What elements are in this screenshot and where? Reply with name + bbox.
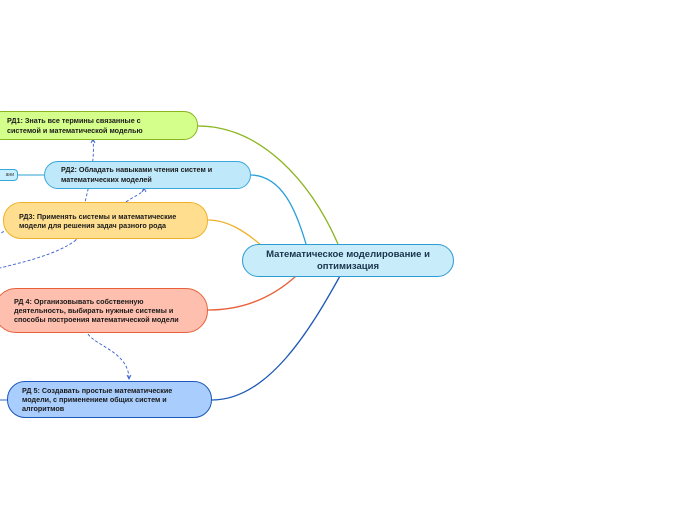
relationship-rd3-left [0,239,77,269]
branch-rd3 [207,219,263,247]
relationship-rd3-rd2 [125,188,145,203]
central-topic-label: Математическое моделирование и оптимизац… [266,248,430,272]
topic-rd2-label: РД2: Обладать навыками чтения систем и м… [61,165,213,184]
topic-rd1-label: РД1: Знать все термины связанные с систе… [7,115,143,135]
topic-rd1[interactable]: РД1: Знать все термины связанные с систе… [0,111,198,140]
topic-rd4-label: РД 4: Организовывать собственную деятель… [14,297,179,324]
branch-rd1 [197,125,339,245]
subtopic-truncated[interactable]: ани [0,169,18,181]
branch-rd5 [211,275,341,401]
topic-rd4[interactable]: РД 4: Организовывать собственную деятель… [0,288,208,333]
topic-rd2[interactable]: РД2: Обладать навыками чтения систем и м… [44,161,251,189]
topic-rd3[interactable]: РД3: Применять системы и математические … [3,202,208,239]
subtopic-truncated-label: ани [5,172,14,178]
central-topic[interactable]: Математическое моделирование и оптимизац… [242,244,454,277]
topic-rd5[interactable]: РД 5: Создавать простые математические м… [7,381,212,418]
arrowhead-rd5 [126,374,132,381]
relationship-rd4-rd5 [87,333,130,379]
branch-rd4 [207,275,297,311]
topic-rd5-label: РД 5: Создавать простые математические м… [22,386,173,413]
branch-rd2 [250,174,307,245]
topic-rd3-label: РД3: Применять системы и математические … [19,211,177,230]
